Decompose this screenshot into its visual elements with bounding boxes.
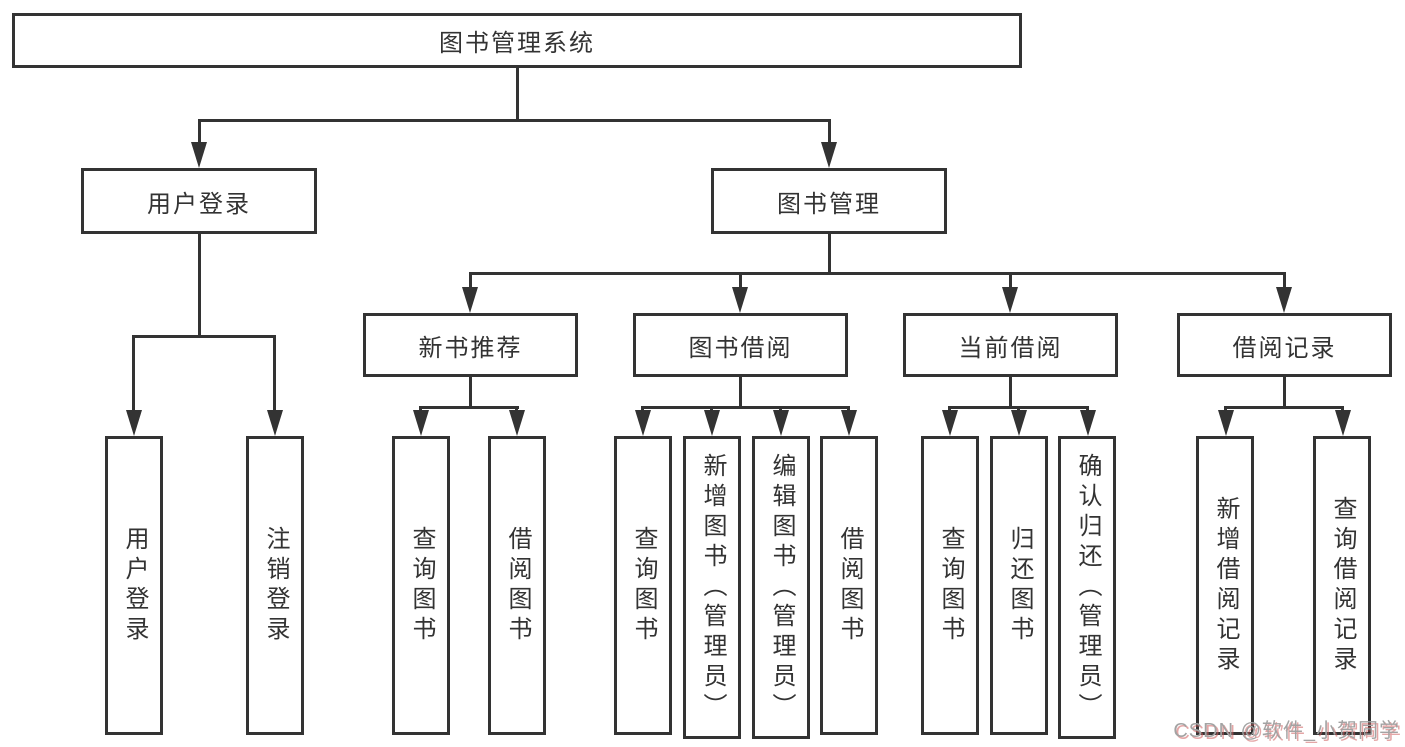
arrow-to-nb-borrow (509, 410, 525, 436)
node-new-book-recommend: 新书推荐 (363, 313, 578, 377)
connector-book-mgmt-down (828, 234, 831, 272)
leaf-bb-borrow-books: 借阅图书 (820, 436, 878, 735)
leaf-cb-query-books: 查询图书 (921, 436, 979, 735)
arrow-to-logout-leaf (267, 410, 283, 436)
connector-login-leaf-stem (132, 335, 135, 413)
arrow-to-currentborrow (1002, 287, 1018, 313)
connector-bookborrow-down (739, 377, 742, 406)
leaf-cb-return-books: 归还图书 (990, 436, 1048, 735)
connector-user-login-down (198, 234, 201, 335)
connector-newbook-stem (469, 272, 472, 289)
node-user-login: 用户登录 (81, 168, 317, 234)
connector-newbook-down (469, 377, 472, 406)
arrow-to-cb-confirm (1080, 410, 1096, 436)
connector-book-mgmt-hline (469, 272, 1286, 275)
arrow-to-bb-edit (773, 410, 789, 436)
connector-logout-leaf-stem (273, 335, 276, 413)
connector-bookborrow-stem (739, 272, 742, 289)
arrow-to-br-add (1218, 410, 1234, 436)
connector-records-hline (1224, 406, 1344, 409)
leaf-nb-query-books: 查询图书 (392, 436, 450, 735)
node-current-borrow: 当前借阅 (903, 313, 1118, 377)
connector-records-stem (1283, 272, 1286, 289)
arrow-to-cb-query (942, 410, 958, 436)
node-root-library-system: 图书管理系统 (12, 13, 1022, 68)
connector-newbook-hline (419, 406, 519, 409)
arrow-to-book-mgmt (821, 142, 837, 168)
arrow-to-records (1276, 287, 1292, 313)
leaf-nb-borrow-books: 借阅图书 (488, 436, 546, 735)
connector-currentborrow-stem (1009, 272, 1012, 289)
connector-user-login-hline (132, 335, 276, 338)
arrow-to-nb-query (413, 410, 429, 436)
leaf-bb-edit-books-admin: 编辑图书（管理员） (752, 436, 810, 739)
connector-records-down (1283, 377, 1286, 406)
arrow-to-bookborrow (732, 287, 748, 313)
arrow-to-cb-return (1011, 410, 1027, 436)
node-book-borrow: 图书借阅 (633, 313, 848, 377)
arrow-to-br-query (1335, 410, 1351, 436)
arrow-to-bb-borrow (841, 410, 857, 436)
arrow-to-bb-add (704, 410, 720, 436)
connector-currentborrow-down (1009, 377, 1012, 406)
leaf-bb-query-books: 查询图书 (614, 436, 672, 735)
leaf-cb-confirm-return-admin: 确认归还（管理员） (1058, 436, 1116, 739)
csdn-watermark: CSDN @软件_小贺同学 (1173, 720, 1400, 742)
leaf-br-add-record: 新增借阅记录 (1196, 436, 1254, 735)
arrow-to-bb-query (635, 410, 651, 436)
connector-root-hline (198, 119, 831, 122)
connector-book-mgmt-stem (828, 119, 831, 145)
leaf-bb-add-books-admin: 新增图书（管理员） (683, 436, 741, 739)
connector-bookborrow-hline (641, 406, 849, 409)
arrow-to-login-leaf (126, 410, 142, 436)
connector-root-stem (516, 68, 519, 119)
arrow-to-user-login (191, 142, 207, 168)
leaf-logout: 注销登录 (246, 436, 304, 735)
arrow-to-newbook (462, 287, 478, 313)
node-borrow-records: 借阅记录 (1177, 313, 1392, 377)
connector-user-login-stem (198, 119, 201, 145)
leaf-user-login: 用户登录 (105, 436, 163, 735)
leaf-br-query-record: 查询借阅记录 (1313, 436, 1371, 735)
node-book-management: 图书管理 (711, 168, 947, 234)
